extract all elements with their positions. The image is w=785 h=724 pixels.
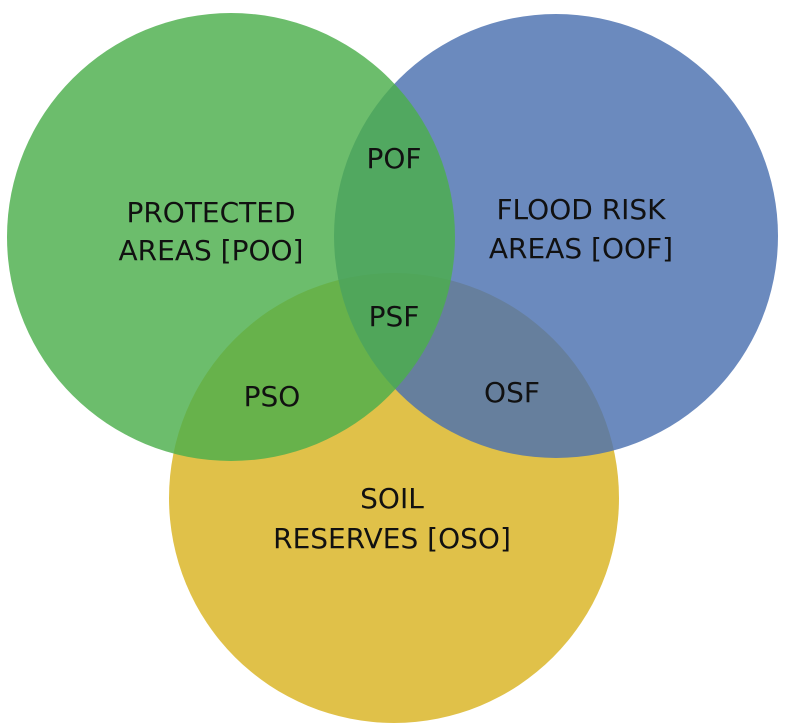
flood-risk-label-line2: AREAS [OOF] bbox=[489, 232, 673, 265]
flood-risk-label-line1: FLOOD RISK bbox=[496, 193, 666, 226]
intersection-psf-label: PSF bbox=[369, 300, 420, 333]
intersection-pso-label: PSO bbox=[244, 380, 301, 413]
protected-areas-label-line2: AREAS [POO] bbox=[119, 234, 304, 267]
intersection-osf-label: OSF bbox=[484, 376, 540, 409]
protected-areas-label-line1: PROTECTED bbox=[126, 196, 295, 229]
soil-reserves-label-line1: SOIL bbox=[360, 482, 424, 515]
intersection-pof-label: POF bbox=[366, 142, 421, 175]
soil-reserves-label-line2: RESERVES [OSO] bbox=[273, 522, 511, 555]
flood-risk-circle bbox=[334, 14, 778, 458]
protected-areas-circle bbox=[7, 13, 455, 461]
